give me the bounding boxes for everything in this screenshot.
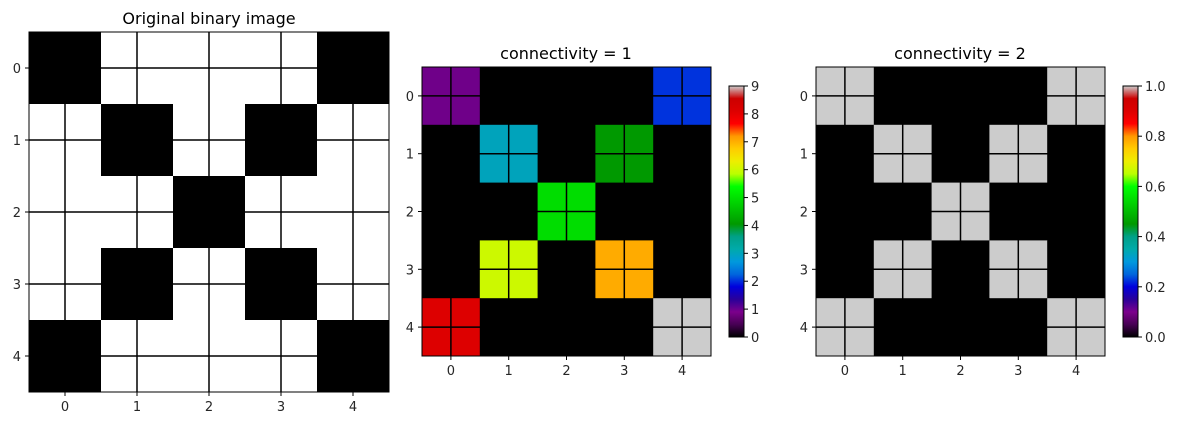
panel-connectivity-1: connectivity = 1 0 1 2 3 4 0 1 2 3 4 0 1 2 3 4 5 6 7 8 9	[406, 44, 760, 379]
panel-original-binary-image: Original binary image 0 1 2 3 4 0 1 2 3 4	[13, 9, 390, 415]
y-tick-label: 0	[406, 90, 414, 105]
y-tick-label: 1	[406, 148, 414, 163]
y-tick-label: 3	[800, 263, 808, 278]
colorbar-gradient	[1122, 85, 1139, 338]
y-tick-label: 4	[800, 321, 808, 336]
panel-title: connectivity = 1	[500, 44, 632, 63]
heatmap-cells: 0 1 2 3 4 0 1 2 3 4	[13, 31, 390, 415]
colorbar-tick-label: 0.8	[1145, 130, 1166, 145]
colorbar-tick-label: 0.4	[1145, 231, 1166, 246]
grid-lines	[29, 32, 389, 392]
x-tick-label: 2	[562, 364, 570, 379]
colorbar-tick-label: 8	[751, 108, 759, 123]
axis-ticks: 0 1 2 3 4 0 1 2 3 4	[13, 62, 357, 415]
axis-ticks: 0 1 2 3 4 0 1 2 3 4	[406, 90, 687, 379]
x-tick-label: 3	[1014, 364, 1022, 379]
colorbar-tick-label: 1	[751, 303, 759, 318]
y-tick-label: 4	[13, 350, 21, 365]
x-tick-label: 2	[205, 400, 213, 415]
colorbar-tick-label: 2	[751, 275, 759, 290]
colorbar: 0.0 0.2 0.4 0.6 0.8 1.0	[1122, 80, 1166, 346]
y-tick-label: 2	[13, 206, 21, 221]
panel-title: connectivity = 2	[894, 44, 1026, 63]
x-tick-label: 4	[1072, 364, 1080, 379]
heatmap-cells: 0 1 2 3 4 0 1 2 3 4 0.0 0.2 0.4 0.6 0.8 1.0	[800, 66, 1166, 379]
x-tick-label: 1	[505, 364, 513, 379]
y-tick-label: 2	[406, 206, 414, 221]
panel-title: Original binary image	[122, 9, 295, 28]
colorbar-tick-label: 0.6	[1145, 180, 1166, 195]
y-tick-label: 0	[800, 90, 808, 105]
colorbar-tick-label: 4	[751, 219, 759, 234]
colorbar-tick-label: 0	[751, 331, 759, 346]
colorbar-tick-label: 1.0	[1145, 80, 1166, 95]
x-tick-label: 0	[841, 364, 849, 379]
x-tick-label: 1	[133, 400, 141, 415]
y-tick-label: 0	[13, 62, 21, 77]
colorbar-tick-label: 5	[751, 192, 759, 207]
grid-lines	[816, 67, 1105, 356]
y-tick-label: 1	[800, 148, 808, 163]
x-tick-label: 3	[620, 364, 628, 379]
x-tick-label: 3	[277, 400, 285, 415]
x-tick-label: 4	[678, 364, 686, 379]
y-tick-label: 3	[406, 263, 414, 278]
y-tick-label: 4	[406, 321, 414, 336]
colorbar-tick-label: 9	[751, 80, 759, 95]
x-tick-label: 0	[61, 400, 69, 415]
x-tick-label: 4	[349, 400, 357, 415]
colorbar-tick-label: 3	[751, 247, 759, 262]
heatmap-cells: 0 1 2 3 4 0 1 2 3 4 0 1 2 3 4 5 6 7 8 9	[406, 66, 759, 379]
axis-ticks: 0 1 2 3 4 0 1 2 3 4	[800, 90, 1081, 379]
y-tick-label: 1	[13, 134, 21, 149]
x-tick-label: 1	[899, 364, 907, 379]
x-tick-label: 2	[956, 364, 964, 379]
colorbar-tick-label: 0.2	[1145, 281, 1166, 296]
grid-lines	[422, 67, 711, 356]
x-tick-label: 0	[447, 364, 455, 379]
colorbar-gradient	[728, 85, 745, 338]
y-tick-label: 2	[800, 206, 808, 221]
colorbar-tick-label: 6	[751, 164, 759, 179]
y-tick-label: 3	[13, 278, 21, 293]
colorbar: 0 1 2 3 4 5 6 7 8 9	[728, 80, 759, 346]
colorbar-tick-label: 0.0	[1145, 331, 1166, 346]
colorbar-tick-label: 7	[751, 136, 759, 151]
